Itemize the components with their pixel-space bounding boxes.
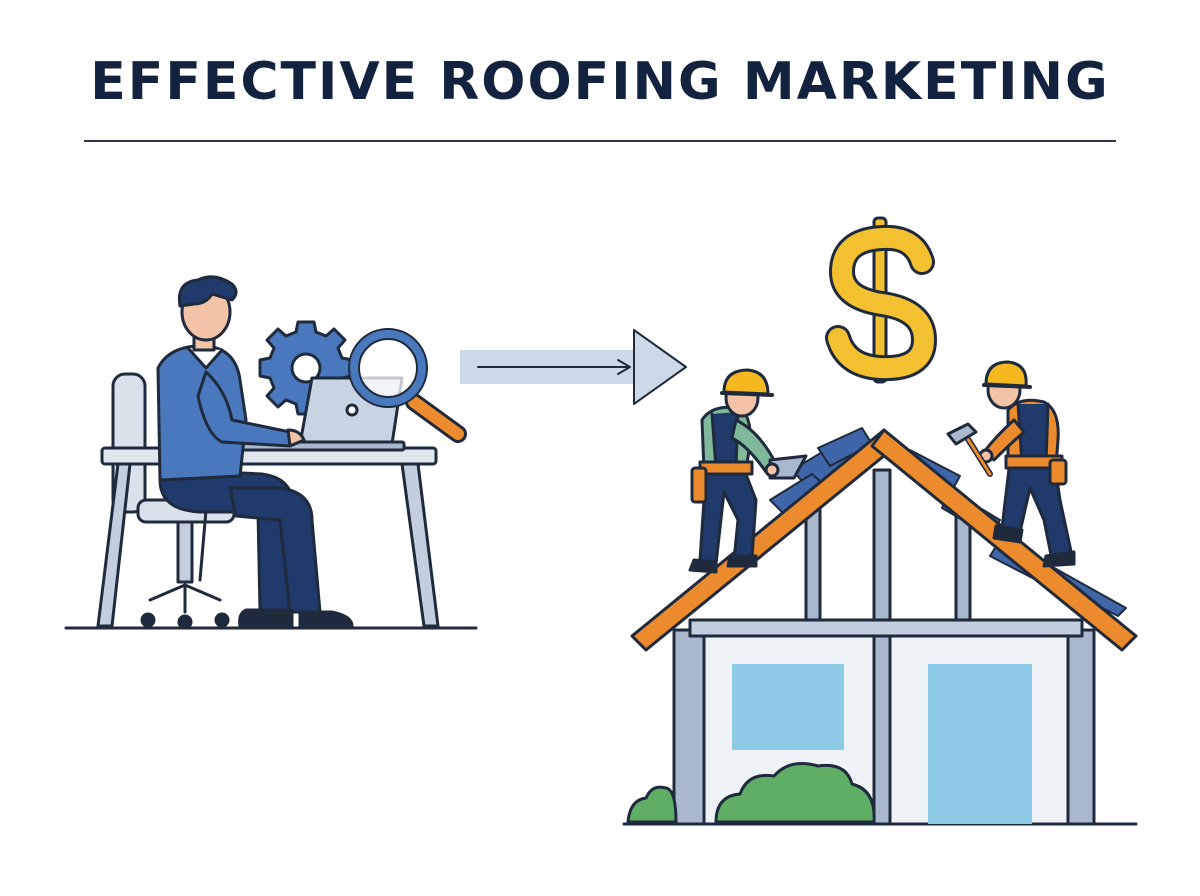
page-title: EFFECTIVE ROOFING MARKETING [90, 52, 1110, 112]
roofer-right [978, 360, 1076, 568]
hammer-icon [946, 422, 993, 477]
arrow-icon [460, 329, 687, 405]
house-window [732, 664, 844, 750]
marketer-scene [64, 275, 478, 630]
house [622, 427, 1138, 826]
roofer-left [688, 368, 808, 574]
bush-right [714, 762, 876, 824]
title-divider [84, 140, 1116, 142]
magnifier-icon [348, 328, 467, 443]
dollar-icon [825, 216, 937, 384]
house-door [928, 664, 1032, 824]
bush-left [626, 785, 678, 824]
marketer-person [156, 275, 354, 628]
